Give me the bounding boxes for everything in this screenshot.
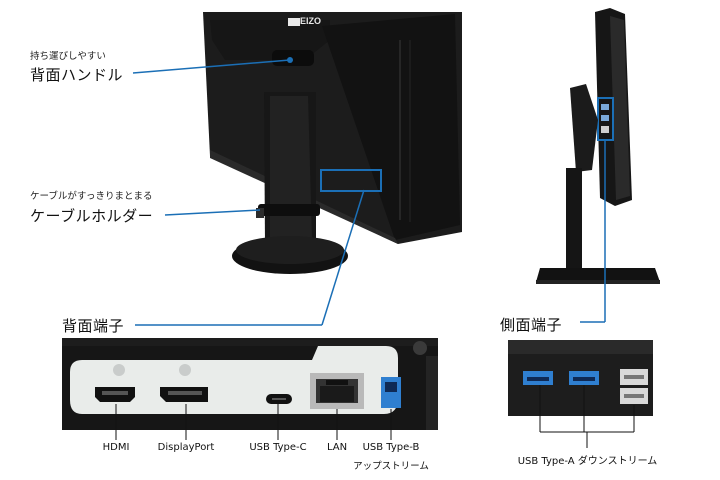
rear-port-panel (62, 338, 438, 430)
port-label-usb-type-c: USB Type-C (249, 442, 307, 453)
side-port-bracket (539, 385, 635, 448)
monitor-rear-view (203, 12, 462, 274)
side-port-panel (508, 340, 653, 416)
port-label-displayport: DisplayPort (157, 442, 215, 453)
holder-caption-title: ケーブルホルダー (30, 207, 154, 225)
monitor-side-view (536, 8, 660, 284)
port-label-lan: LAN (326, 442, 348, 453)
holder-caption-sub: ケーブルがすっきりまとまる (30, 191, 153, 202)
brand-logo: EIZO (300, 16, 322, 26)
port-label-usb-type-b-sub: アップストリーム (353, 461, 429, 472)
side-ports-title: 側面端子 (500, 316, 563, 334)
port-label-hdmi: HDMI (102, 442, 130, 453)
handle-caption-title: 背面ハンドル (30, 66, 124, 84)
rear-port-ticks (115, 404, 392, 440)
handle-caption-sub: 持ち運びしやすい (30, 51, 106, 62)
port-label-usb-type-a: USB Type-A ダウンストリーム (517, 456, 658, 467)
rear-ports-title: 背面端子 (62, 317, 125, 335)
callout-lines (132, 59, 606, 326)
port-label-usb-type-b: USB Type-B (362, 442, 420, 453)
